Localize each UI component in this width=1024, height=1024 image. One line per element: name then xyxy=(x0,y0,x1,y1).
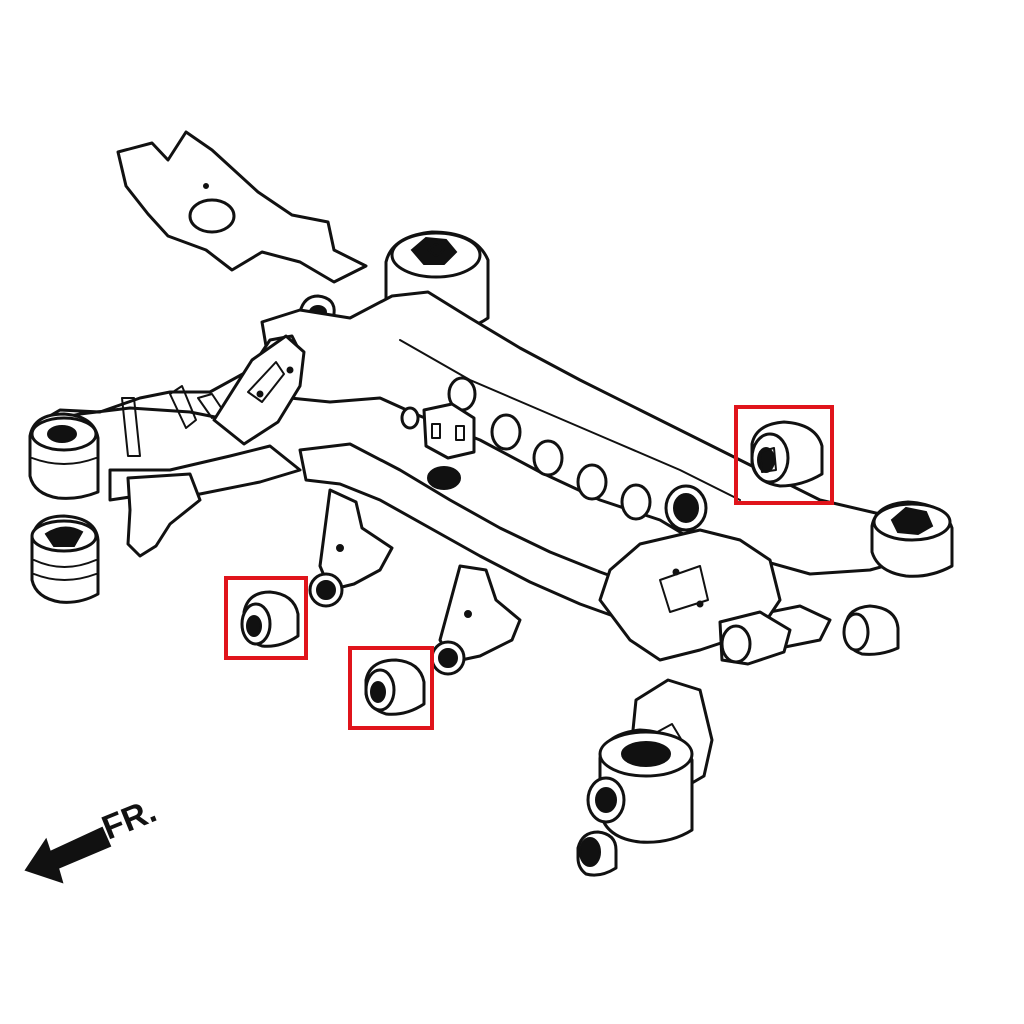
heat-shield-plate xyxy=(116,130,368,284)
left-outer-bushing-lower xyxy=(30,514,100,604)
mid-left-bracket xyxy=(212,334,306,446)
bushing-rear-right xyxy=(734,405,834,505)
right-lower-mount xyxy=(718,610,792,666)
lower-left-bracket xyxy=(126,472,394,608)
front-direction-indicator: FR. xyxy=(24,792,162,884)
front-arrow-icon xyxy=(24,826,112,884)
highlight-box xyxy=(348,646,434,730)
lower-front-knuckle xyxy=(586,678,714,844)
highlight-box xyxy=(734,405,834,505)
bushing-front-left-inner xyxy=(224,576,308,660)
front-crossmember xyxy=(298,442,832,650)
bottom-small-bushing xyxy=(576,830,618,877)
front-center-bracket xyxy=(430,564,522,676)
bushing-front-center xyxy=(348,646,434,730)
right-outer-bushing xyxy=(870,500,954,578)
highlight-box xyxy=(224,576,308,660)
left-outer-bushing-upper xyxy=(28,412,100,500)
right-lower-bushing xyxy=(842,604,900,656)
